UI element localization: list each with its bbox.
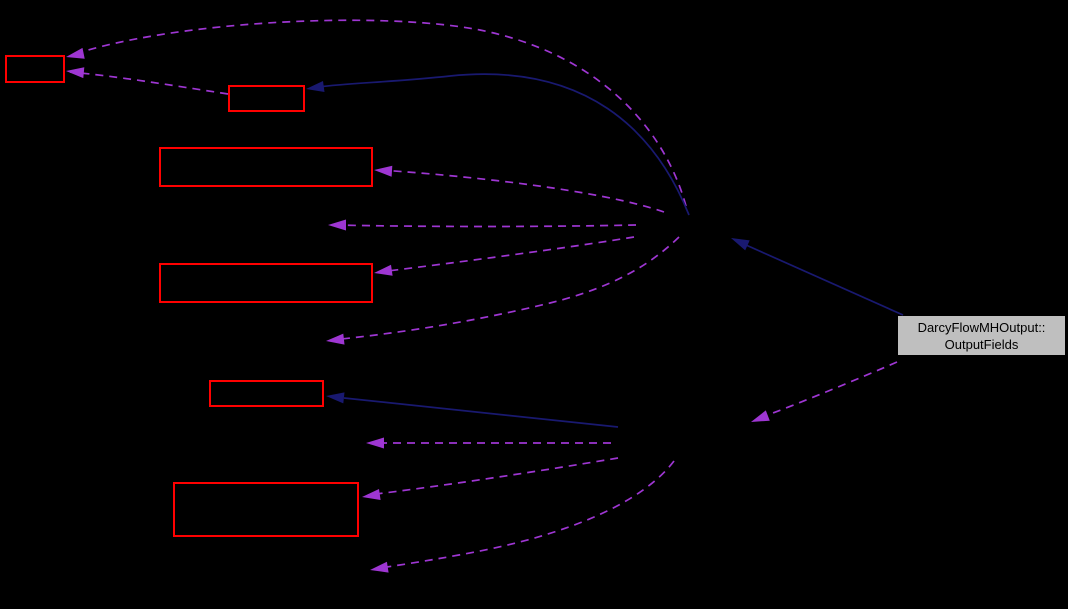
usage-edge-node2-to-node1 bbox=[66, 67, 229, 95]
truncated-node-1[interactable] bbox=[5, 55, 65, 83]
inheritance-edge-to-node2 bbox=[306, 73, 690, 216]
current-node-label-line2: OutputFields bbox=[944, 336, 1019, 352]
usage-edge-to-node4 bbox=[374, 236, 635, 276]
current-node: DarcyFlowMHOutput:: OutputFields bbox=[898, 316, 1065, 355]
truncated-node-2[interactable] bbox=[228, 85, 305, 112]
usage-edge-to-hidden-mid-lower bbox=[326, 236, 680, 345]
usage-edge-to-hidden-bottom bbox=[370, 460, 675, 573]
usage-edge-to-hidden-mid-upper bbox=[328, 219, 637, 231]
usage-edge-to-node6 bbox=[362, 457, 619, 500]
truncated-node-4[interactable] bbox=[159, 263, 373, 303]
usage-edge-arc-to-node1 bbox=[66, 19, 687, 207]
current-node-label-line1: DarcyFlowMHOutput:: bbox=[917, 319, 1046, 335]
usage-edge-to-node3 bbox=[374, 165, 665, 213]
inheritance-edge-to-node5 bbox=[326, 392, 619, 428]
inheritance-edge-from-current-node bbox=[731, 238, 904, 316]
truncated-node-3[interactable] bbox=[159, 147, 373, 187]
usage-edge-to-hidden-left-of-hub2 bbox=[366, 437, 611, 449]
truncated-node-6[interactable] bbox=[173, 482, 359, 537]
usage-edge-from-current-node bbox=[751, 361, 898, 422]
truncated-node-5[interactable] bbox=[209, 380, 324, 407]
